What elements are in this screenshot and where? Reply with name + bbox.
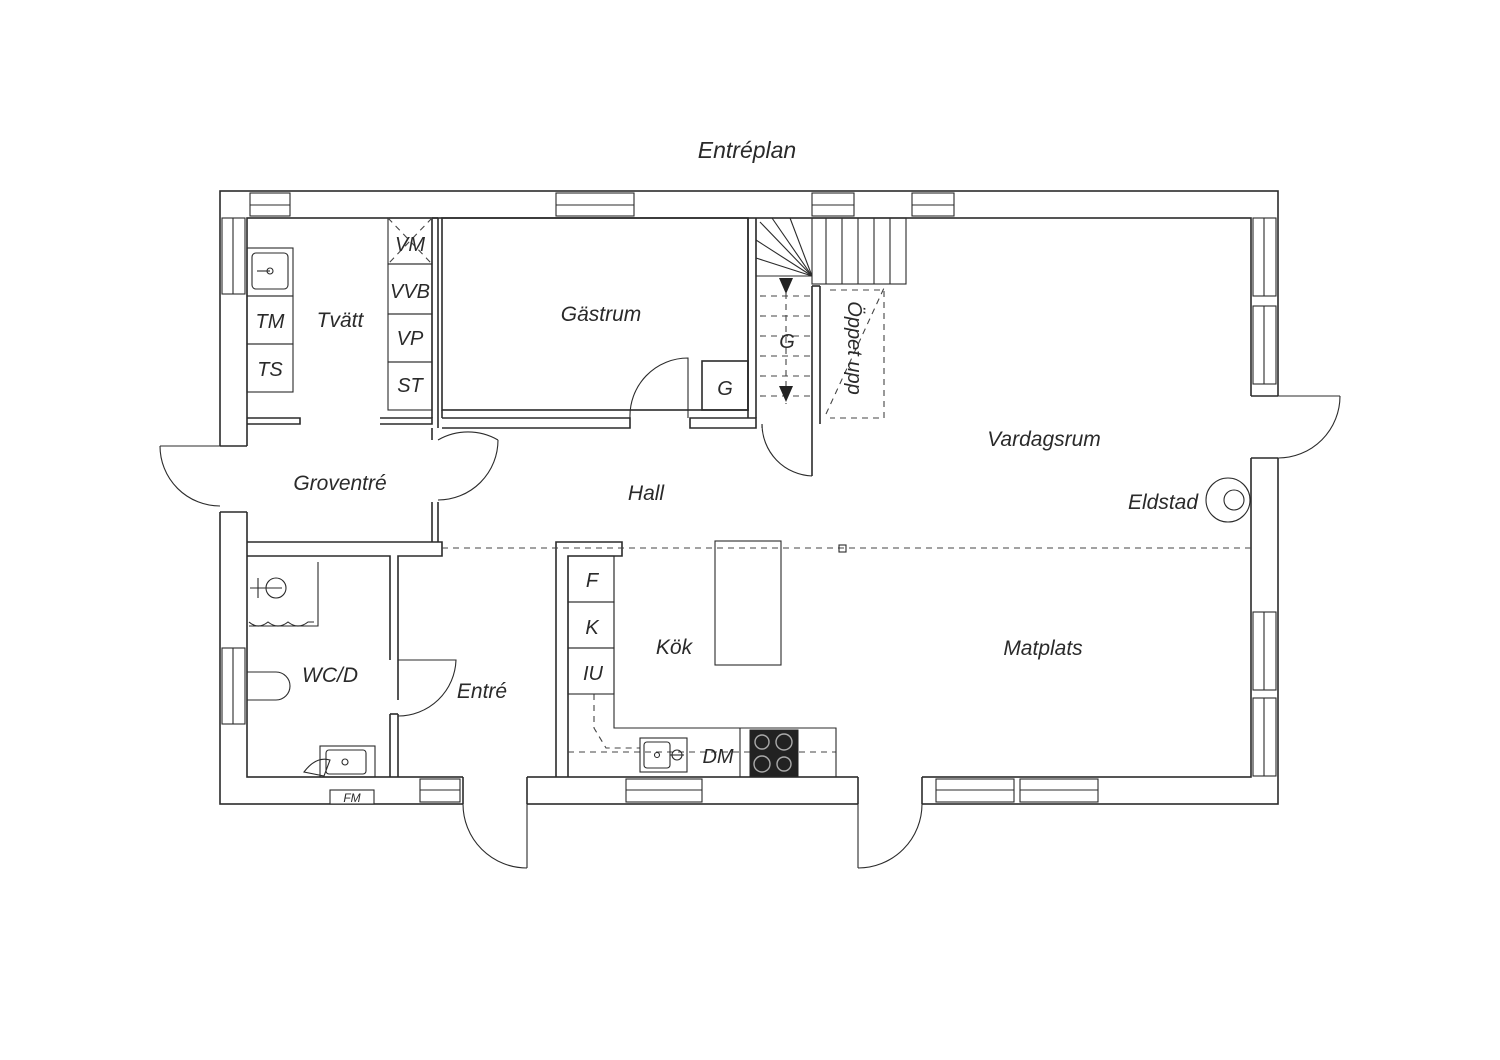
- door-openings: [216, 396, 1282, 808]
- windows: [221, 192, 1277, 805]
- plan-title: Entréplan: [698, 137, 796, 163]
- fixture-label-g-closet: G: [717, 378, 733, 400]
- exterior-doors: [159, 395, 1341, 869]
- fixture-label-g-stair: G: [779, 331, 795, 353]
- arrow-down-icon: [779, 386, 793, 402]
- fixture-label-ts: TS: [257, 359, 283, 381]
- fireplace-icon: [1205, 477, 1251, 523]
- fixture-label-f: F: [586, 570, 600, 592]
- staircase: [755, 217, 907, 419]
- fixture-label-dm: DM: [702, 746, 733, 768]
- dashed-lines: [442, 544, 1251, 753]
- laundry-fixtures: [246, 217, 433, 411]
- room-label-vardagsrum: Vardagsrum: [987, 428, 1101, 451]
- room-label-matplats: Matplats: [1003, 637, 1083, 660]
- fixture-label-vm: VM: [395, 234, 425, 256]
- exterior-door-jambs: [220, 395, 1278, 804]
- room-label-kok: Kök: [656, 636, 694, 659]
- room-label-wcd: WC/D: [302, 664, 358, 687]
- outer-walls: [219, 190, 1279, 805]
- fixture-label-iu: IU: [583, 663, 604, 685]
- arrow-down-icon: [779, 278, 793, 294]
- room-label-entre: Entré: [457, 680, 507, 703]
- room-label-groventre: Groventré: [293, 472, 386, 495]
- fixture-label-oppet-upp: Öppet upp: [843, 301, 865, 394]
- room-label-tvatt: Tvätt: [317, 309, 365, 332]
- room-label-hall: Hall: [628, 482, 666, 505]
- room-label-gastrum: Gästrum: [561, 303, 642, 326]
- fixture-label-vvb: VVB: [390, 281, 430, 303]
- fixture-label-st: ST: [397, 375, 424, 397]
- room-label-eldstad: Eldstad: [1128, 491, 1199, 514]
- interior-doors: [397, 357, 813, 717]
- kitchen-fixtures: [567, 540, 837, 777]
- interior-walls: [247, 217, 821, 777]
- fixture-label-fm: FM: [343, 791, 360, 805]
- fixture-label-k: K: [585, 617, 600, 639]
- fixture-label-tm: TM: [256, 311, 285, 333]
- bathroom-fixtures: [247, 562, 376, 778]
- fixture-label-vp: VP: [397, 328, 424, 350]
